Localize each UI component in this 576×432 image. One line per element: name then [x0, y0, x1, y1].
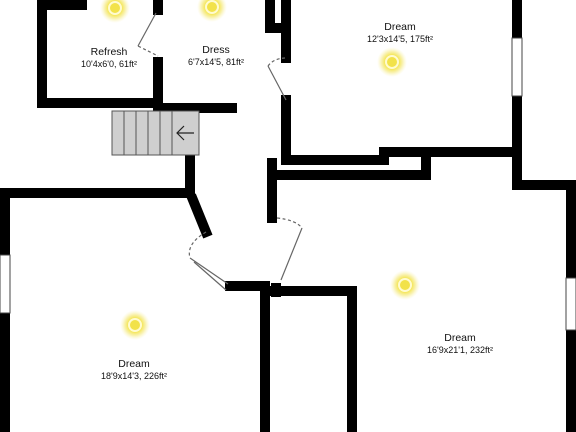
room-dims: 18'9x14'3, 226ft² [101, 371, 167, 381]
lights [100, 0, 420, 340]
dream2-wall-outer [0, 188, 195, 432]
ceiling-light-icon [390, 270, 420, 300]
stair-step [159, 110, 173, 156]
ceiling-light-icon [377, 47, 407, 77]
stair-step [123, 110, 137, 156]
room-dims: 6'7x14'5, 81ft² [188, 57, 244, 67]
dream1-door-leaf [267, 65, 287, 101]
dream3-wall-top [267, 147, 431, 180]
room-name: Dream [118, 358, 150, 370]
refresh-door-leaf [137, 12, 157, 47]
dream2-door-arc [188, 231, 207, 259]
dream3-door-arc [276, 217, 303, 229]
room-name: Dream [444, 332, 476, 344]
dream2-door-leaf-b [193, 261, 227, 291]
stair-step [111, 110, 125, 156]
refresh-door-arc [137, 45, 159, 57]
dream1-wall-bottom [281, 95, 522, 165]
staircase [111, 110, 200, 156]
windows [0, 37, 576, 331]
window-right [565, 277, 576, 331]
dream1-wall-notch [265, 0, 291, 33]
dream3-wall-closet [267, 286, 357, 432]
left-arrow-icon [176, 125, 194, 141]
ceiling-light-icon [100, 0, 130, 23]
stair-step [135, 110, 149, 156]
dream2-wall-right [225, 281, 270, 432]
window-left [0, 254, 11, 314]
dream2-wall-corner [186, 193, 213, 239]
stair-step [147, 110, 161, 156]
room-dims: 12'3x14'5, 175ft² [367, 34, 433, 44]
room-name: Refresh [91, 46, 128, 58]
dream2-door-leaf-a [189, 257, 229, 285]
room-labels: Refresh 10'4x6'0, 61ft² Dress 6'7x14'5, … [81, 21, 493, 381]
ceiling-light-icon [197, 0, 227, 22]
dream1-door-arc [267, 57, 287, 67]
ceiling-light-icon [120, 310, 150, 340]
room-dims: 16'9x21'1, 232ft² [427, 345, 493, 355]
dream3-door-leaf [280, 227, 303, 281]
room-name: Dress [202, 44, 229, 56]
room-name: Dream [384, 21, 416, 33]
window-upper-right [511, 37, 523, 97]
room-dims: 10'4x6'0, 61ft² [81, 59, 137, 69]
refresh-wall [37, 0, 163, 108]
dream3-wall-right [512, 147, 576, 432]
doors [137, 12, 303, 291]
